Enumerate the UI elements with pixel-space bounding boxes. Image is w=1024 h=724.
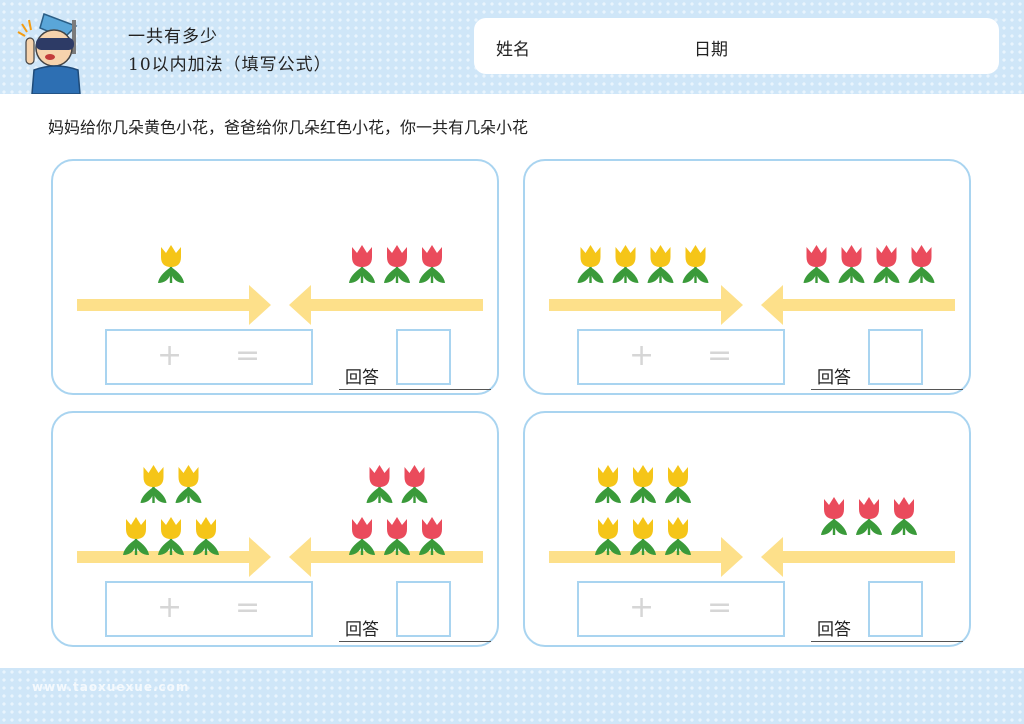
red-flower-icon: [821, 497, 847, 535]
header-bar: 一共有多少 10以内加法（填写公式） 姓名 日期: [0, 0, 1024, 94]
problem-card-4: + = 回答: [523, 411, 971, 647]
left-arrow-icon: [761, 285, 955, 325]
left-arrow-icon: [761, 537, 955, 577]
right-arrow-icon: [77, 537, 271, 577]
page-title: 一共有多少: [128, 27, 218, 47]
right-arrow-icon: [549, 285, 743, 325]
yellow-flower-icon: [595, 517, 621, 555]
red-flower-icon: [891, 497, 917, 535]
answer-underline: [811, 389, 963, 390]
equals-sign: =: [235, 338, 261, 373]
yellow-flower-icon: [158, 517, 184, 555]
red-flower-icon: [366, 465, 393, 503]
answer-box[interactable]: [396, 329, 451, 385]
red-flower-icon: [873, 245, 900, 283]
yellow-flower-icon: [630, 517, 656, 555]
left-arrow-icon: [289, 285, 483, 325]
website-link[interactable]: www.taoxuexue.com: [32, 680, 190, 694]
page-subtitle: 10以内加法（填写公式）: [128, 55, 332, 75]
yellow-flower-icon: [682, 245, 709, 283]
yellow-flower-icon: [577, 245, 604, 283]
yellow-flower-icon: [647, 245, 674, 283]
equation-box[interactable]: + =: [105, 581, 313, 637]
yellow-flower-icon: [630, 465, 656, 503]
equals-sign: =: [707, 590, 733, 625]
yellow-flower-icon: [193, 517, 219, 555]
problem-card-3: + = 回答: [51, 411, 499, 647]
red-flower-icon: [856, 497, 882, 535]
yellow-flower-icon: [665, 465, 691, 503]
flower-scene: [549, 465, 955, 577]
yellow-flower-icon: [123, 517, 149, 555]
name-field-label: 姓名: [496, 40, 530, 60]
equation-box[interactable]: + =: [577, 581, 785, 637]
plus-sign: +: [629, 590, 655, 625]
flower-scene: [549, 245, 955, 325]
flower-scene: [77, 465, 483, 577]
red-flower-icon: [401, 465, 428, 503]
red-flower-icon: [419, 517, 445, 555]
yellow-flower-icon: [665, 517, 691, 555]
answer-underline: [339, 389, 491, 390]
answer-box[interactable]: [396, 581, 451, 637]
equals-sign: =: [707, 338, 733, 373]
left-arrow-icon: [289, 537, 483, 577]
date-field-label: 日期: [694, 40, 728, 60]
red-flower-icon: [349, 245, 375, 283]
name-date-box: 姓名 日期: [474, 18, 999, 74]
answer-label: 回答: [345, 620, 379, 640]
yellow-flower-icon: [612, 245, 639, 283]
plus-sign: +: [157, 338, 183, 373]
answer-label: 回答: [345, 368, 379, 388]
answer-box[interactable]: [868, 329, 923, 385]
red-flower-icon: [803, 245, 830, 283]
right-arrow-icon: [549, 537, 743, 577]
right-arrow-icon: [77, 285, 271, 325]
red-flower-icon: [384, 245, 410, 283]
red-flower-icon: [349, 517, 375, 555]
problem-card-2: + = 回答: [523, 159, 971, 395]
mascot-robot-icon: [17, 13, 81, 94]
answer-label: 回答: [817, 620, 851, 640]
red-flower-icon: [419, 245, 445, 283]
yellow-flower-icon: [140, 465, 167, 503]
equals-sign: =: [235, 590, 261, 625]
plus-sign: +: [157, 590, 183, 625]
answer-underline: [811, 641, 963, 642]
flower-scene: [77, 245, 483, 325]
red-flower-icon: [838, 245, 865, 283]
yellow-flower-icon: [175, 465, 202, 503]
answer-underline: [339, 641, 491, 642]
equation-box[interactable]: + =: [577, 329, 785, 385]
yellow-flower-icon: [595, 465, 621, 503]
problem-card-1: + = 回答: [51, 159, 499, 395]
red-flower-icon: [384, 517, 410, 555]
red-flower-icon: [908, 245, 935, 283]
instruction-text: 妈妈给你几朵黄色小花，爸爸给你几朵红色小花，你一共有几朵小花: [48, 118, 529, 137]
plus-sign: +: [629, 338, 655, 373]
equation-box[interactable]: + =: [105, 329, 313, 385]
yellow-flower-icon: [158, 245, 184, 283]
footer-bar: [0, 668, 1024, 724]
answer-label: 回答: [817, 368, 851, 388]
answer-box[interactable]: [868, 581, 923, 637]
